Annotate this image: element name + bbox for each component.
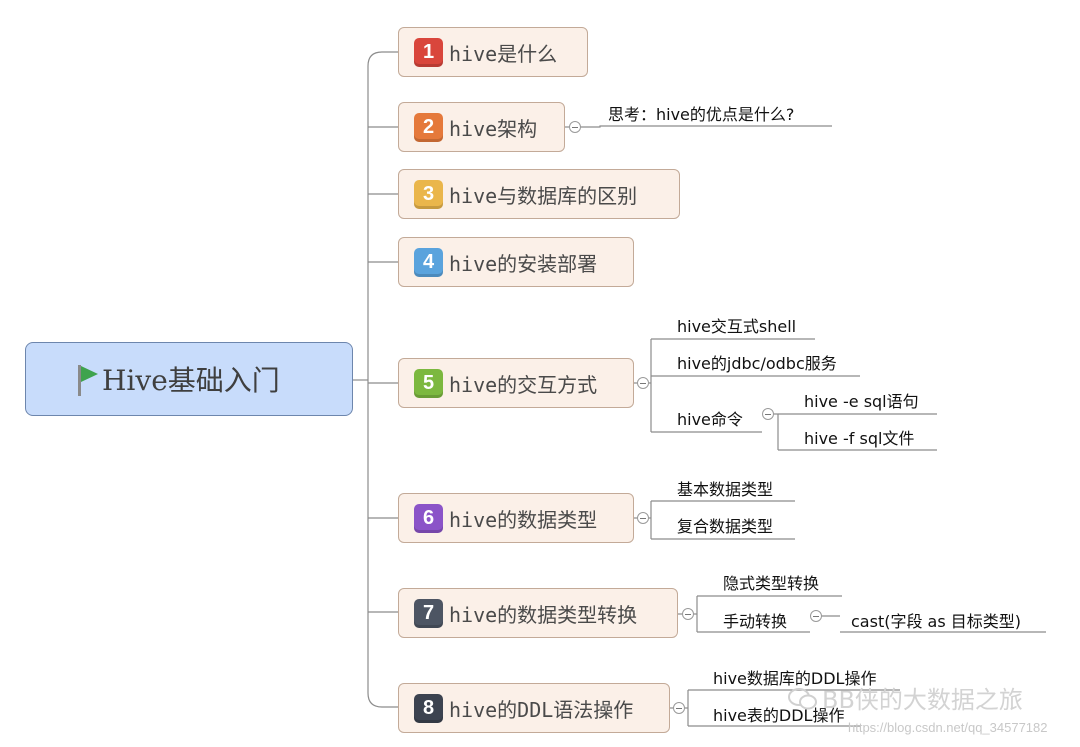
subtopic-complex-types[interactable]: 复合数据类型: [677, 517, 774, 536]
priority-5-icon: 5: [414, 368, 443, 398]
collapse-toggle-icon[interactable]: [637, 512, 649, 524]
topic-label: hive的数据类型: [449, 507, 598, 532]
topic-label: hive与数据库的区别: [449, 183, 638, 208]
topic-1-what-is-hive[interactable]: 1 hive是什么: [398, 27, 588, 77]
subtopic-cast[interactable]: cast(字段 as 目标类型): [851, 612, 1022, 631]
topic-label: hive的安装部署: [449, 251, 598, 276]
priority-2-icon: 2: [414, 112, 443, 142]
priority-6-icon: 6: [414, 503, 443, 533]
topic-6-hive-data-types[interactable]: 6 hive的数据类型: [398, 493, 634, 543]
central-topic[interactable]: Hive基础入门: [25, 342, 353, 416]
subtopic-basic-types[interactable]: 基本数据类型: [677, 480, 774, 499]
subtopic-hive-shell[interactable]: hive交互式shell: [677, 317, 797, 336]
subtopic-manual-conversion[interactable]: 手动转换: [723, 612, 788, 631]
topic-4-hive-installation[interactable]: 4 hive的安装部署: [398, 237, 634, 287]
subtopic-hive-command[interactable]: hive命令: [677, 410, 743, 429]
topic-3-hive-vs-database[interactable]: 3 hive与数据库的区别: [398, 169, 680, 219]
priority-3-icon: 3: [414, 179, 443, 209]
subtopic-table-ddl[interactable]: hive表的DDL操作: [713, 706, 845, 725]
priority-4-icon: 4: [414, 247, 443, 277]
watermark-url: https://blog.csdn.net/qq_34577182: [848, 720, 1048, 735]
central-topic-title: Hive基础入门: [102, 364, 280, 397]
collapse-toggle-icon[interactable]: [682, 608, 694, 620]
topic-label: hive是什么: [449, 41, 558, 66]
topic-2-hive-architecture[interactable]: 2 hive架构: [398, 102, 565, 152]
collapse-toggle-icon[interactable]: [762, 408, 774, 420]
collapse-toggle-icon[interactable]: [673, 702, 685, 714]
collapse-toggle-icon[interactable]: [569, 121, 581, 133]
subtopic-implicit-conversion[interactable]: 隐式类型转换: [723, 574, 820, 593]
subtopic-hive-e[interactable]: hive -e sql语句: [804, 392, 919, 411]
priority-1-icon: 1: [414, 37, 443, 67]
topic-7-hive-type-conversion[interactable]: 7 hive的数据类型转换: [398, 588, 678, 638]
green-flag-icon: [78, 365, 98, 396]
collapse-toggle-icon[interactable]: [810, 610, 822, 622]
subtopic-hive-f[interactable]: hive -f sql文件: [804, 429, 915, 448]
priority-7-icon: 7: [414, 598, 443, 628]
subtopic-db-ddl[interactable]: hive数据库的DDL操作: [713, 669, 877, 688]
priority-8-icon: 8: [414, 693, 443, 723]
topic-label: hive的DDL语法操作: [449, 697, 634, 722]
wechat-icon: [788, 688, 817, 710]
topic-label: hive架构: [449, 116, 538, 141]
topic-label: hive的交互方式: [449, 372, 598, 397]
topic-label: hive的数据类型转换: [449, 602, 638, 627]
topic-5-hive-interaction[interactable]: 5 hive的交互方式: [398, 358, 634, 408]
watermark-text: BB侠的大数据之旅: [822, 686, 1023, 714]
subtopic-hive-jdbc-odbc[interactable]: hive的jdbc/odbc服务: [677, 354, 837, 373]
collapse-toggle-icon[interactable]: [637, 377, 649, 389]
topic-8-hive-ddl[interactable]: 8 hive的DDL语法操作: [398, 683, 670, 733]
subtopic-hive-advantages[interactable]: 思考：hive的优点是什么?: [608, 105, 795, 124]
